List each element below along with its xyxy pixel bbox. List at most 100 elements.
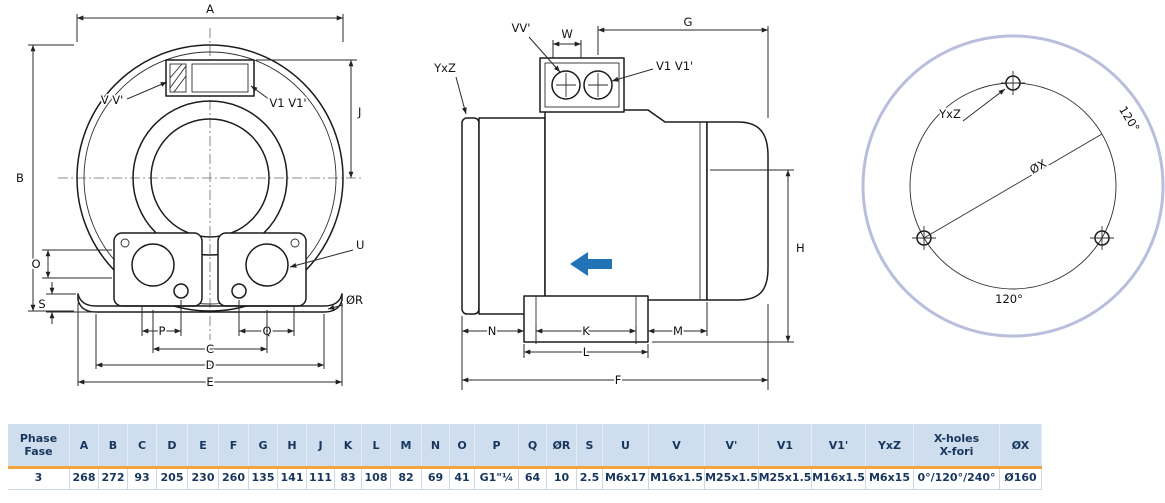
header-C: C [128,424,157,466]
header-OR: ØR [547,424,577,466]
value-O: 41 [450,466,475,490]
header-phase-line1: Phase [19,432,58,445]
value-N: 69 [422,466,450,490]
header-YxZ: YxZ [866,424,914,466]
header-V1: V1 [759,424,812,466]
flange-view: ØX YxZ 120° 120° [861,34,1165,338]
value-U: M6x17 [603,466,649,490]
col-D: D 205 [157,424,188,490]
angle-label-upper: 120° [1116,103,1143,134]
col-L: L 108 [362,424,391,490]
header-V-prime: V' [705,424,759,466]
label-YxZ-side: YxZ [433,61,456,75]
col-U: U M6x17 [603,424,649,490]
value-M: 82 [391,466,422,490]
header-Q: Q [519,424,547,466]
dim-label-W: W [561,27,572,41]
value-H: 141 [278,466,307,490]
label-OR: ØR [346,293,363,307]
value-V1-prime: M16x1.5 [812,466,866,490]
header-P: P [475,424,519,466]
header-xholes: X-holes X-fori [914,424,1000,466]
header-A: A [70,424,99,466]
col-V1: V1 M25x1.5 [759,424,812,490]
header-xholes-line2: X-fori [939,445,974,458]
value-E: 230 [188,466,219,490]
value-L: 108 [362,466,391,490]
dim-label-S: S [38,297,45,311]
col-V-prime: V' M25x1.5 [705,424,759,490]
label-V1V1-side: V1 V1' [656,59,693,73]
blower-housing [478,117,546,315]
col-YxZ: YxZ M6x15 [866,424,914,490]
value-J: 111 [307,466,335,490]
header-F: F [219,424,249,466]
side-view: YxZ VV' V1 V1' W G H N K M L [431,13,806,390]
col-J: J 111 [307,424,335,490]
value-P: G1"¼ [475,466,519,490]
value-D: 205 [157,466,188,490]
value-G: 135 [249,466,278,490]
fan-cover [706,121,769,301]
right-port [245,243,289,287]
header-S: S [577,424,603,466]
dim-label-F: F [615,373,622,387]
diameter-line [923,133,1103,239]
value-S: 2.5 [577,466,603,490]
angle-label-lower: 120° [995,292,1023,306]
dim-label-G: G [684,15,693,29]
value-K: 83 [335,466,362,490]
header-N: N [422,424,450,466]
flange-outline [861,34,1165,338]
dim-label-J: J [357,105,361,119]
col-OR: ØR 10 [547,424,577,490]
col-A: A 268 [70,424,99,490]
value-V-prime: M25x1.5 [705,466,759,490]
col-S: S 2.5 [577,424,603,490]
value-Q: 64 [519,466,547,490]
cable-gland-2 [583,70,613,100]
base-plate [77,293,343,307]
motor-body [544,109,708,301]
value-A: 268 [70,466,99,490]
dimension-table: Phase Fase 3 A 268 B 272 C 93 D 205 E 23… [8,424,1042,490]
header-L: L [362,424,391,466]
cover-plate [461,117,480,315]
label-YxZ-flange: YxZ [938,107,961,121]
header-K: K [335,424,362,466]
value-F: 260 [219,466,249,490]
dim-label-K: K [582,324,590,338]
dim-label-B: B [16,171,24,185]
header-M: M [391,424,422,466]
dim-label-C: C [206,342,214,356]
col-H: H 141 [278,424,307,490]
col-E: E 230 [188,424,219,490]
header-B: B [99,424,128,466]
value-V: M16x1.5 [649,466,705,490]
dim-label-O: O [31,257,40,271]
col-G: G 135 [249,424,278,490]
col-V1-prime: V1' M16x1.5 [812,424,866,490]
col-V: V M16x1.5 [649,424,705,490]
value-OX: Ø160 [1000,466,1042,490]
header-V1-prime: V1' [812,424,866,466]
col-F: F 260 [219,424,249,490]
header-H: H [278,424,307,466]
label-U: U [356,238,364,252]
cable-gland-1 [551,70,581,100]
header-U: U [603,424,649,466]
header-phase: Phase Fase [8,424,70,466]
value-YxZ: M6x15 [866,466,914,490]
terminal-box-front [165,59,255,97]
col-xholes: X-holes X-fori 0°/120°/240° [914,424,1000,490]
value-phase: 3 [8,466,70,490]
header-O: O [450,424,475,466]
technical-drawing: A B J O S P Q C [14,0,1165,391]
header-E: E [188,424,219,466]
header-D: D [157,424,188,466]
header-OX: ØX [1000,424,1042,466]
dim-label-D: D [206,358,215,372]
header-xholes-line1: X-holes [933,432,980,445]
col-K: K 83 [335,424,362,490]
dim-label-N: N [488,324,497,338]
